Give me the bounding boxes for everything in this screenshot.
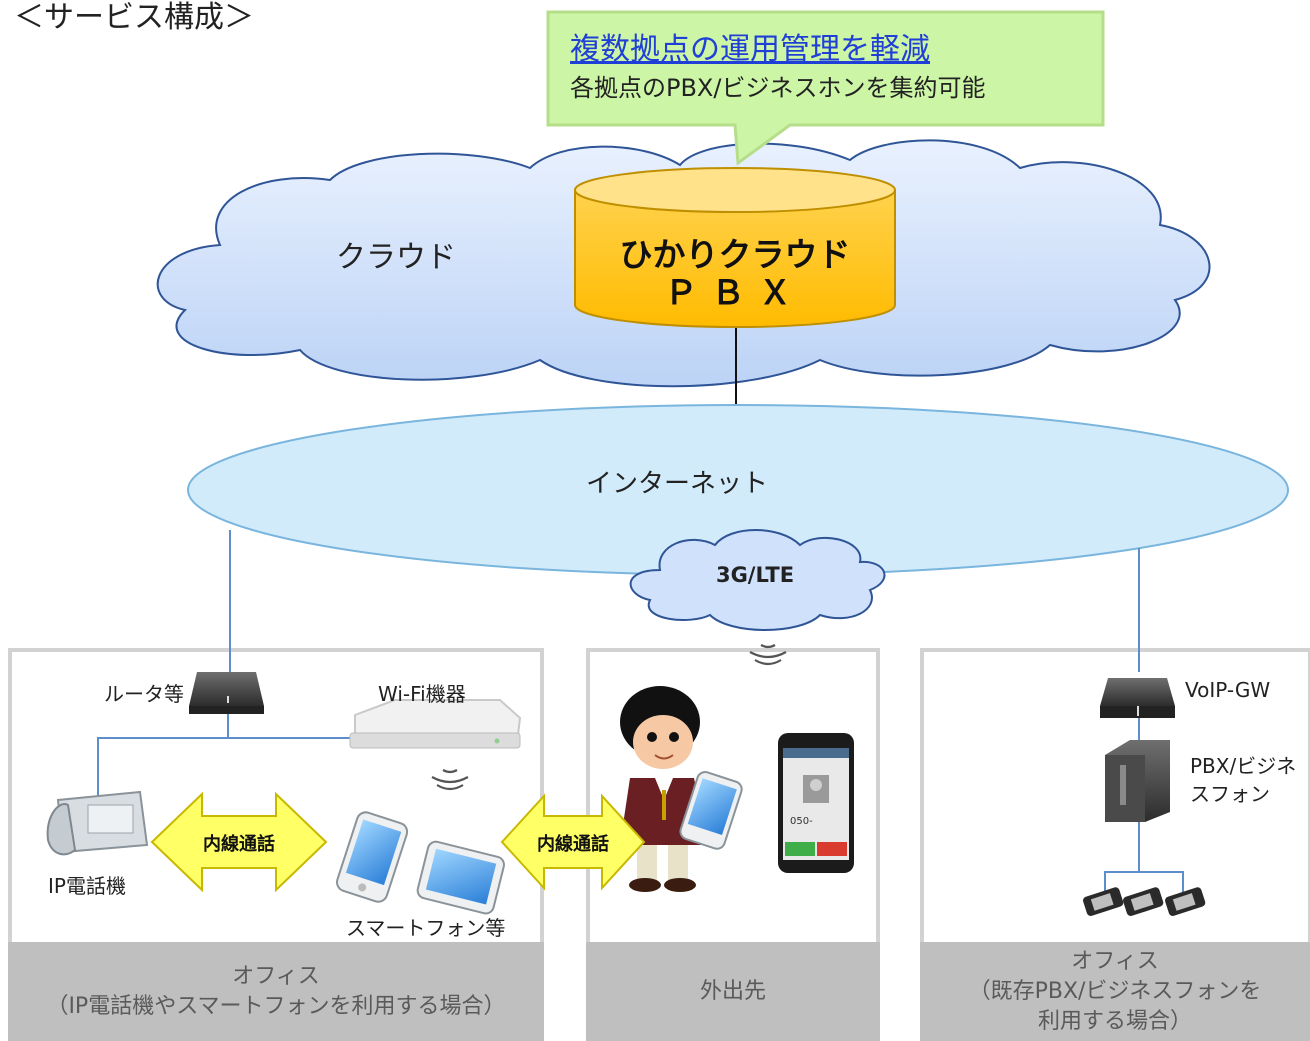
smartphone-icon: [336, 811, 505, 915]
page-title: ＜サービス構成＞: [14, 0, 254, 35]
pbx-name: ひかりクラウド: [619, 235, 851, 274]
smartphone-label: スマートフォン等: [346, 916, 506, 940]
footer-office-legacy-line3: 利用する場合）: [1037, 1008, 1192, 1034]
internet-label: インターネット: [586, 469, 769, 499]
mobile-phone-icon: [778, 733, 854, 873]
pbx-label-line1: PBX/ビジネ: [1190, 754, 1297, 778]
callout-box: [546, 10, 1105, 166]
footer-outside: 外出先: [586, 942, 880, 1041]
footer-office-ip: オフィス （IP電話機やスマートフォンを利用する場合）: [8, 942, 544, 1041]
extension-call-label-center: 内線通話: [537, 834, 609, 855]
footer-office-legacy-line2: （既存PBX/ビジネスフォンを: [968, 978, 1262, 1004]
ip-phone-icon: [46, 790, 149, 856]
wifi-ap-icon: [349, 699, 522, 749]
footer-office-ip-line1: オフィス: [232, 963, 320, 989]
lte-cloud: [629, 529, 886, 631]
pbx-label-line2: スフォン: [1190, 782, 1270, 806]
pbx-cylinder: [574, 167, 896, 328]
lan-lines: [97, 714, 373, 800]
callout-title: 複数拠点の運用管理を軽減: [570, 32, 930, 67]
extension-call-label-left: 内線通話: [203, 834, 275, 855]
extension-call-arrow-left: [150, 792, 328, 892]
router-icon: [189, 672, 264, 714]
ip-phone-label: IP電話機: [48, 874, 126, 898]
lte-label: 3G/LTE: [715, 563, 795, 587]
wifi-wave-icon: [431, 769, 469, 791]
pbx-server-icon: [1105, 740, 1170, 822]
footer-office-ip-line2: （IP電話機やスマートフォンを利用する場合）: [46, 993, 506, 1019]
router-label: ルータ等: [104, 682, 184, 706]
footer-office-legacy-line1: オフィス: [1071, 948, 1159, 974]
phone-screen-number: 050-: [790, 816, 813, 827]
extension-lines: [1104, 822, 1184, 900]
pbx-subtitle: ＰＢＸ: [664, 273, 806, 312]
person-icon: [620, 686, 743, 892]
callout-subtitle: 各拠点のPBX/ビジネスホンを集約可能: [570, 74, 986, 102]
voip-gw-icon: [1100, 678, 1175, 718]
extension-call-arrow-center: [500, 793, 646, 891]
voip-gw-label: VoIP-GW: [1185, 678, 1271, 702]
footer-outside-label: 外出先: [699, 978, 766, 1004]
footer-office-legacy: オフィス （既存PBX/ビジネスフォンを 利用する場合）: [920, 942, 1310, 1041]
wifi-label: Wi-Fi機器: [378, 682, 466, 706]
lte-wave-icon: [749, 644, 787, 666]
business-phones-icon: [1083, 887, 1206, 916]
cloud-label: クラウド: [336, 240, 456, 275]
